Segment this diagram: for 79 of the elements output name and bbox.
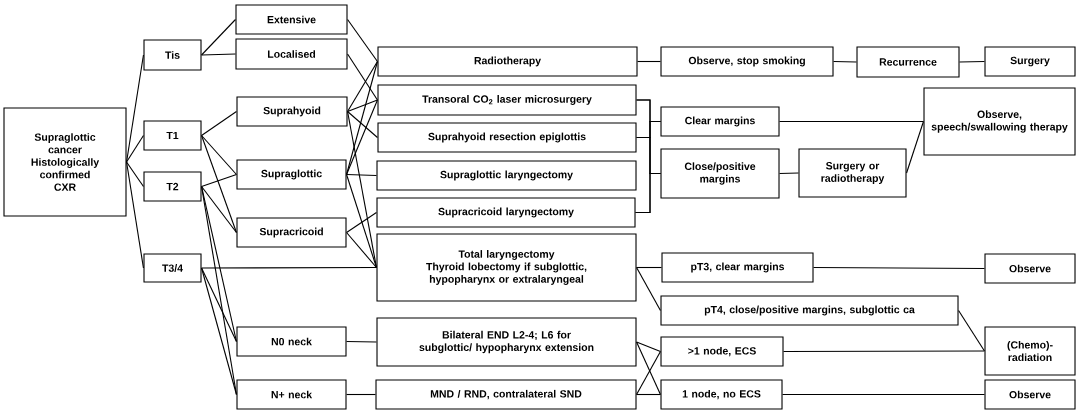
process-box: Observe <box>984 379 1076 410</box>
process-box: Clear margins <box>660 106 780 137</box>
process-box: MND / RND, contralateral SND <box>375 379 637 410</box>
connector-line <box>636 341 661 396</box>
connector-line <box>779 172 799 175</box>
process-box: (Chemo)-radiation <box>984 326 1076 376</box>
connector-line <box>201 266 377 269</box>
process-box: N+ neck <box>236 379 347 410</box>
process-box: Recurrence <box>856 46 960 78</box>
connector-line <box>126 161 144 188</box>
connector-line <box>201 53 236 56</box>
process-box: 1 node, no ECS <box>660 379 783 410</box>
process-box: Radiotherapy <box>377 46 638 77</box>
connector-line <box>959 60 985 63</box>
process-box: T1 <box>143 120 202 151</box>
process-box: Close/positive margins <box>660 148 780 199</box>
connector-line <box>833 60 857 63</box>
process-box: Transoral CO$_{2}$ laser microsurgery <box>377 84 637 116</box>
connector-line <box>635 172 661 214</box>
connector-line <box>346 231 377 269</box>
connector-line <box>347 18 378 63</box>
connector-line <box>906 120 924 174</box>
connector-line <box>347 110 377 269</box>
connector-line <box>347 110 378 139</box>
connector-line <box>126 54 144 163</box>
process-box: pT3, clear margins <box>661 252 814 283</box>
connector-line <box>636 350 661 396</box>
process-box: >1 node, ECS <box>660 336 784 367</box>
process-box: Supracricoid <box>236 217 347 248</box>
connector-line <box>346 173 377 269</box>
connector-line <box>346 99 378 176</box>
process-box: Supraglottic laryngectomy <box>376 160 637 191</box>
connector-line <box>958 309 985 352</box>
process-box: Observe <box>984 253 1076 284</box>
connector-line <box>637 60 661 63</box>
process-box: Supracricoid laryngectomy <box>376 197 636 228</box>
connector-line <box>201 110 237 137</box>
process-box: Extensive <box>235 4 348 35</box>
connector-line <box>201 267 237 343</box>
connector-line <box>347 60 378 113</box>
connector-line <box>201 173 237 188</box>
connector-line <box>346 211 377 234</box>
connector-line <box>636 341 661 353</box>
connector-line <box>346 340 377 343</box>
process-box: Total laryngectomy Thyroid lobectomy if subglottic, hypopharynx or extralaryngeal <box>376 233 637 302</box>
process-box: Bilateral END L2-4; L6 for subglottic/ hypopharynx extension <box>376 317 637 367</box>
connector-line <box>126 161 144 269</box>
connector-line <box>783 350 985 353</box>
connector-line <box>782 393 985 396</box>
process-box: Surgery or radiotherapy <box>798 148 907 198</box>
connector-line <box>346 173 377 177</box>
connector-line <box>347 99 378 113</box>
connector-line <box>779 120 924 123</box>
process-box: pT4, close/positive margins, subglottic ca <box>660 295 959 326</box>
connector-line <box>201 134 237 176</box>
process-box: Supraglottic <box>236 159 347 190</box>
connector-line <box>347 53 378 101</box>
connector-line <box>201 185 237 234</box>
process-box: Supraglottic cancer Histologically confirmed CXR <box>3 107 127 217</box>
connector-line <box>201 18 236 56</box>
process-box: N0 neck <box>236 326 347 357</box>
connector-line <box>201 134 237 234</box>
process-box: Observe, speech/swallowing therapy <box>923 87 1076 156</box>
connector-line <box>346 60 378 176</box>
connector-line <box>346 393 376 396</box>
process-box: Surgery <box>984 46 1076 77</box>
process-box: Suprahyoid resection epiglottis <box>377 122 637 153</box>
connector-line <box>636 393 661 396</box>
connector-line <box>636 266 661 312</box>
connector-line <box>636 266 662 269</box>
connector-line <box>201 267 237 396</box>
process-box: Localised <box>235 38 348 70</box>
process-box: Observe, stop smoking <box>660 46 834 77</box>
process-box: Tis <box>143 39 202 71</box>
connector-line <box>126 134 144 163</box>
process-box: T3/4 <box>143 253 202 283</box>
process-box: Suprahyoid <box>236 96 348 127</box>
process-box: T2 <box>143 171 202 202</box>
connector-line <box>813 266 985 270</box>
